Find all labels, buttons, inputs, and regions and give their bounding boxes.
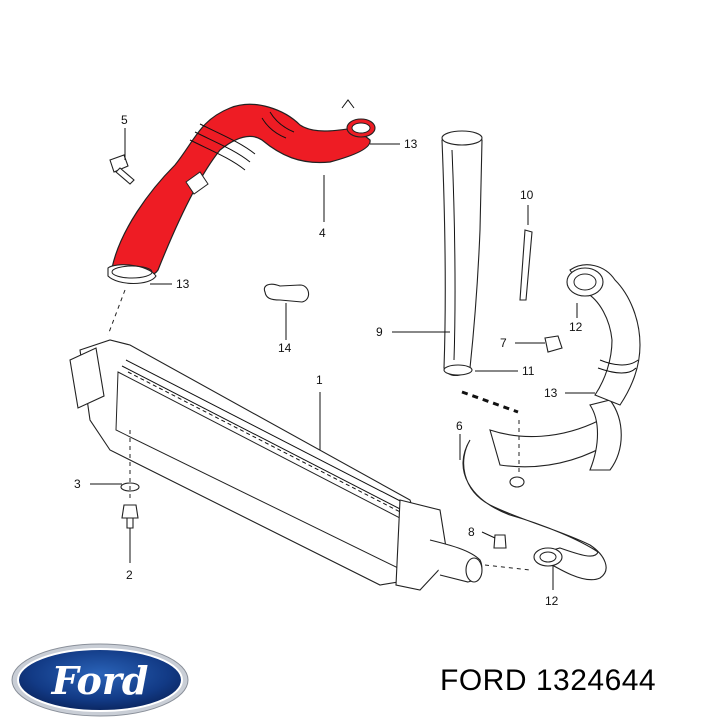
part-number-caption: FORD 1324644 xyxy=(440,664,657,697)
part-8-bolt xyxy=(493,534,507,549)
callout-7: 7 xyxy=(500,336,507,350)
leader-lines xyxy=(90,128,595,590)
callout-labels: 1 2 3 4 5 6 7 8 9 10 11 12 12 13 13 13 1… xyxy=(74,113,583,608)
callout-1: 1 xyxy=(316,373,323,387)
callout-10: 10 xyxy=(520,188,534,202)
callout-3: 3 xyxy=(74,477,81,491)
callout-13-top: 13 xyxy=(404,137,418,151)
part-9-air-pipe xyxy=(441,130,483,377)
part-6-lower-pipe xyxy=(462,399,622,581)
part-7-nut xyxy=(544,335,563,353)
callout-2: 2 xyxy=(126,568,133,582)
part-2-bolt xyxy=(121,504,139,529)
callout-13-right: 13 xyxy=(544,386,558,400)
part-4-hose-highlighted xyxy=(107,99,376,285)
dashed-link-1 xyxy=(461,390,519,414)
callout-4: 4 xyxy=(319,226,326,240)
callout-13-left: 13 xyxy=(176,277,190,291)
callout-9: 9 xyxy=(376,325,383,339)
part-10-cable-tie xyxy=(519,229,533,301)
ford-logo: Ford xyxy=(11,643,189,717)
callout-12-upper: 12 xyxy=(569,320,583,334)
callout-11: 11 xyxy=(522,364,535,378)
callout-6: 6 xyxy=(456,419,463,433)
dashed-link-3 xyxy=(107,289,126,336)
ford-logo-script: Ford xyxy=(51,658,149,703)
part-5-bolt xyxy=(109,154,135,185)
callout-5: 5 xyxy=(121,113,128,127)
callout-14: 14 xyxy=(278,341,292,355)
part-14-gasket xyxy=(263,283,310,303)
dashed-link-5 xyxy=(484,564,531,571)
callout-8: 8 xyxy=(468,525,475,539)
callout-12-lower: 12 xyxy=(545,594,559,608)
part-1-intercooler xyxy=(69,339,483,591)
upper-right-hose xyxy=(566,264,641,406)
